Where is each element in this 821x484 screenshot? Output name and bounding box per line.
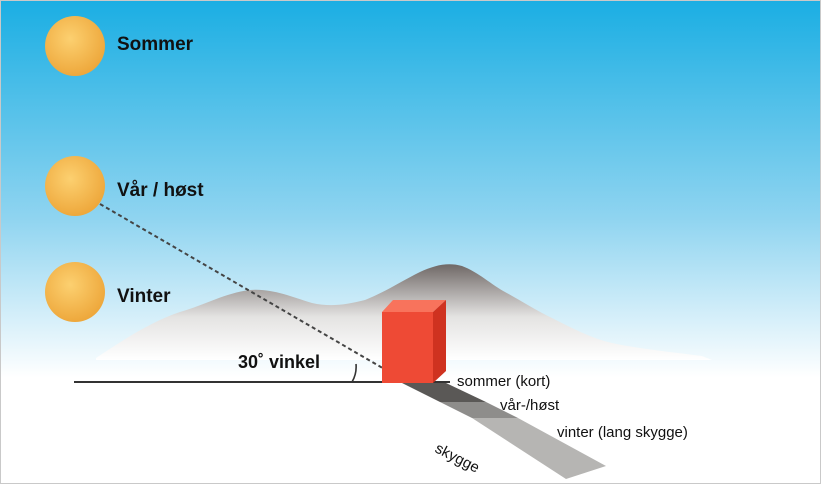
- shadow-label-summer: sommer (kort): [457, 373, 551, 390]
- shadow-summer: [402, 383, 486, 402]
- block-front-face: [382, 312, 433, 383]
- shadow-label-winter: vinter (lang skygge): [557, 424, 688, 441]
- angle-arc: [351, 363, 357, 383]
- shadow-spring-autumn: [440, 402, 518, 418]
- sun-ray: [99, 203, 387, 371]
- sun-label-spring-autumn: Vår / høst: [117, 180, 204, 201]
- sun-label-winter: Vinter: [117, 286, 171, 307]
- sun-label-summer: Sommer: [117, 34, 194, 55]
- sun-icon: [45, 156, 105, 216]
- block-side-face: [433, 300, 446, 383]
- shadow-strips: [402, 383, 606, 479]
- sun-icon: [45, 262, 105, 322]
- angle-label: 30˚ vinkel: [238, 352, 321, 372]
- sun-icon: [45, 16, 105, 76]
- shadow-winter: [472, 418, 606, 479]
- red-block: [382, 300, 446, 383]
- shadow-label-spring-autumn: vår-/høst: [500, 397, 560, 414]
- block-top-face: [382, 300, 446, 312]
